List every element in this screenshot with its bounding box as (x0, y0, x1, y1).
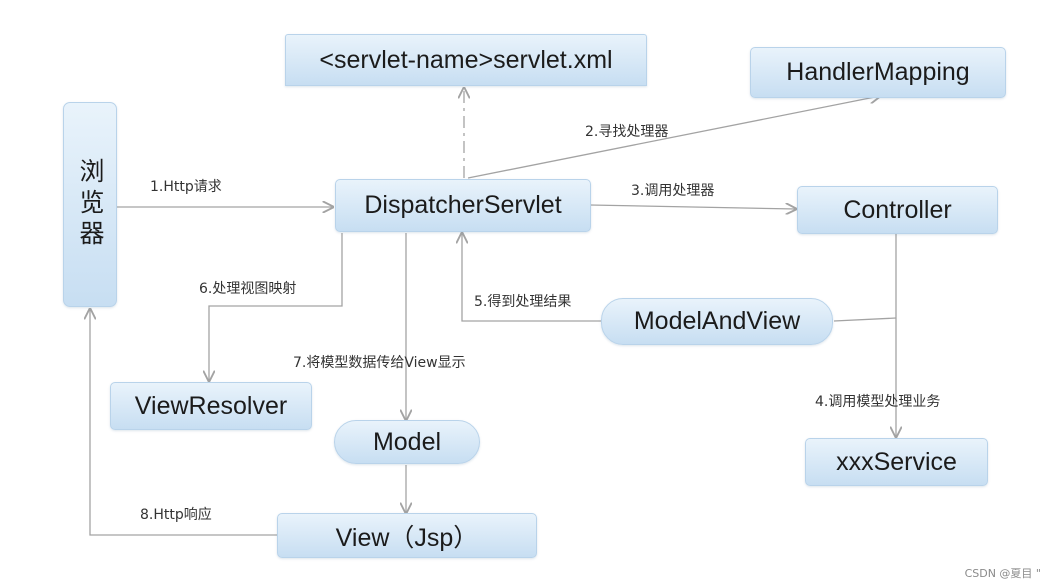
model-label: Model (372, 427, 442, 456)
label-step6: 6.处理视图映射 (199, 281, 297, 297)
label-step3: 3.调用处理器 (631, 183, 715, 199)
label-step7: 7.将模型数据传给View显示 (293, 355, 466, 371)
view-jsp-node: View（Jsp） (277, 513, 537, 558)
label-step8: 8.Http响应 (140, 507, 212, 523)
handler-mapping-node: HandlerMapping (750, 47, 1006, 98)
xxx-service-node: xxxService (805, 438, 988, 486)
label-step4: 4.调用模型处理业务 (815, 394, 941, 410)
label-step2: 2.寻找处理器 (585, 124, 669, 140)
arrow-http-response (90, 309, 277, 536)
controller-label: Controller (843, 195, 952, 224)
model-and-view-node: ModelAndView (601, 298, 833, 345)
xxx-service-label: xxxService (836, 447, 957, 476)
watermark: CSDN @夏目 " (964, 567, 1041, 580)
label-step1: 1.Http请求 (150, 179, 222, 195)
dispatcher-servlet-label: DispatcherServlet (364, 191, 562, 219)
view-resolver-label: ViewResolver (134, 391, 288, 420)
dispatcher-servlet-node: DispatcherServlet (335, 179, 591, 232)
browser-label: 浏览器 (76, 158, 104, 251)
view-resolver-node: ViewResolver (110, 382, 312, 430)
controller-node: Controller (797, 186, 998, 234)
model-and-view-label: ModelAndView (633, 307, 801, 335)
label-step5: 5.得到处理结果 (474, 294, 572, 310)
arrow-get-result (462, 233, 601, 322)
model-node: Model (334, 420, 480, 464)
connector-controller-mav (833, 317, 897, 322)
browser-node: 浏览器 (63, 102, 117, 307)
servlet-xml-node: <servlet-name>servlet.xml (285, 34, 647, 86)
arrow-find-handler (467, 96, 880, 179)
arrow-view-mapping (209, 233, 343, 381)
arrow-call-handler (589, 205, 796, 209)
servlet-xml-label: <servlet-name>servlet.xml (319, 45, 613, 74)
handler-mapping-label: HandlerMapping (786, 58, 970, 86)
view-jsp-label: View（Jsp） (335, 523, 479, 552)
